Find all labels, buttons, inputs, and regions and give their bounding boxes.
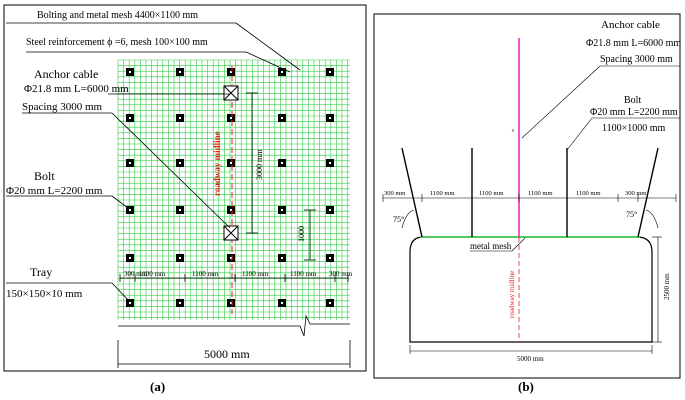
panel-b-frame xyxy=(373,13,681,379)
label-anchor-spacing: Spacing 3000 mm xyxy=(22,101,102,113)
label-tray: Tray xyxy=(30,265,52,279)
angle-right: 75° xyxy=(626,210,637,219)
dim-b-2: 1100 mm xyxy=(479,190,504,197)
label-anchor-cable: Anchor cable xyxy=(34,67,98,81)
dim-a-3: 1100 mm xyxy=(242,270,269,278)
label-bolt-mesh-b: 1100×1000 mm xyxy=(602,123,666,134)
dim-a-5: 300 mm xyxy=(329,270,353,278)
dim-a-1: 1100 mm xyxy=(139,270,166,278)
anchor-cable-bottom xyxy=(223,225,239,241)
dim-a-4: 1100 mm xyxy=(290,270,317,278)
dim-b-4: 1100 mm xyxy=(576,190,601,197)
label-bolting-mesh: Bolting and metal mesh 4400×1100 mm xyxy=(37,10,198,21)
roadway-section xyxy=(409,236,653,343)
label-anchor-spec-b: Φ21.8 mm L=6000 mm xyxy=(586,38,681,49)
bolt-grid xyxy=(126,68,334,307)
dim-3000: 3000 mm xyxy=(255,149,264,180)
dim-b-1: 1100 mm xyxy=(430,190,455,197)
label-anchor-spec: Φ21.8 mm L=6000 mm xyxy=(24,83,129,95)
dim-height: 2500 mm xyxy=(663,273,671,300)
dim-a-0: 300 mm xyxy=(124,270,148,278)
panel-a-frame xyxy=(3,4,367,372)
roadway-midline-label: roadway midline xyxy=(212,131,222,196)
dim-b-5: 300 mm xyxy=(625,190,647,197)
dim-b-0: 300 mm xyxy=(384,190,406,197)
roadway-midline-label-b: roadway midline xyxy=(508,271,516,318)
dim-5000: 5000 mm xyxy=(204,347,250,361)
label-anchor-spacing-b: Spacing 3000 mm xyxy=(600,54,673,65)
anchor-cable-top xyxy=(223,85,239,101)
label-tray-spec: 150×150×10 mm xyxy=(6,288,83,300)
label-bolt-b: Bolt xyxy=(624,95,641,106)
label-steel-reinforcement: Steel reinforcement ϕ =6, mesh 100×100 m… xyxy=(26,37,208,48)
label-bolt-spec-b: Φ20 mm L=2200 mm xyxy=(590,107,678,118)
label-bolt: Bolt xyxy=(34,169,55,183)
panel-b-label: (b) xyxy=(518,379,534,394)
dim-1000: 1000 xyxy=(297,226,306,242)
dim-a-2: 1100 mm xyxy=(192,270,219,278)
panel-a-label: (a) xyxy=(150,379,165,394)
anchor-tick: ≈ xyxy=(511,128,517,132)
bolt-left-angled xyxy=(401,147,423,238)
label-anchor-cable-b: Anchor cable xyxy=(601,19,660,31)
angle-left: 75° xyxy=(393,215,404,224)
dim-b-3: 1100 mm xyxy=(528,190,553,197)
bolt-right-angled xyxy=(637,147,659,238)
label-metal-mesh: metal mesh xyxy=(470,241,512,251)
dim-width: 5000 mm xyxy=(517,355,544,363)
label-bolt-spec: Φ20 mm L=2200 mm xyxy=(6,185,103,197)
